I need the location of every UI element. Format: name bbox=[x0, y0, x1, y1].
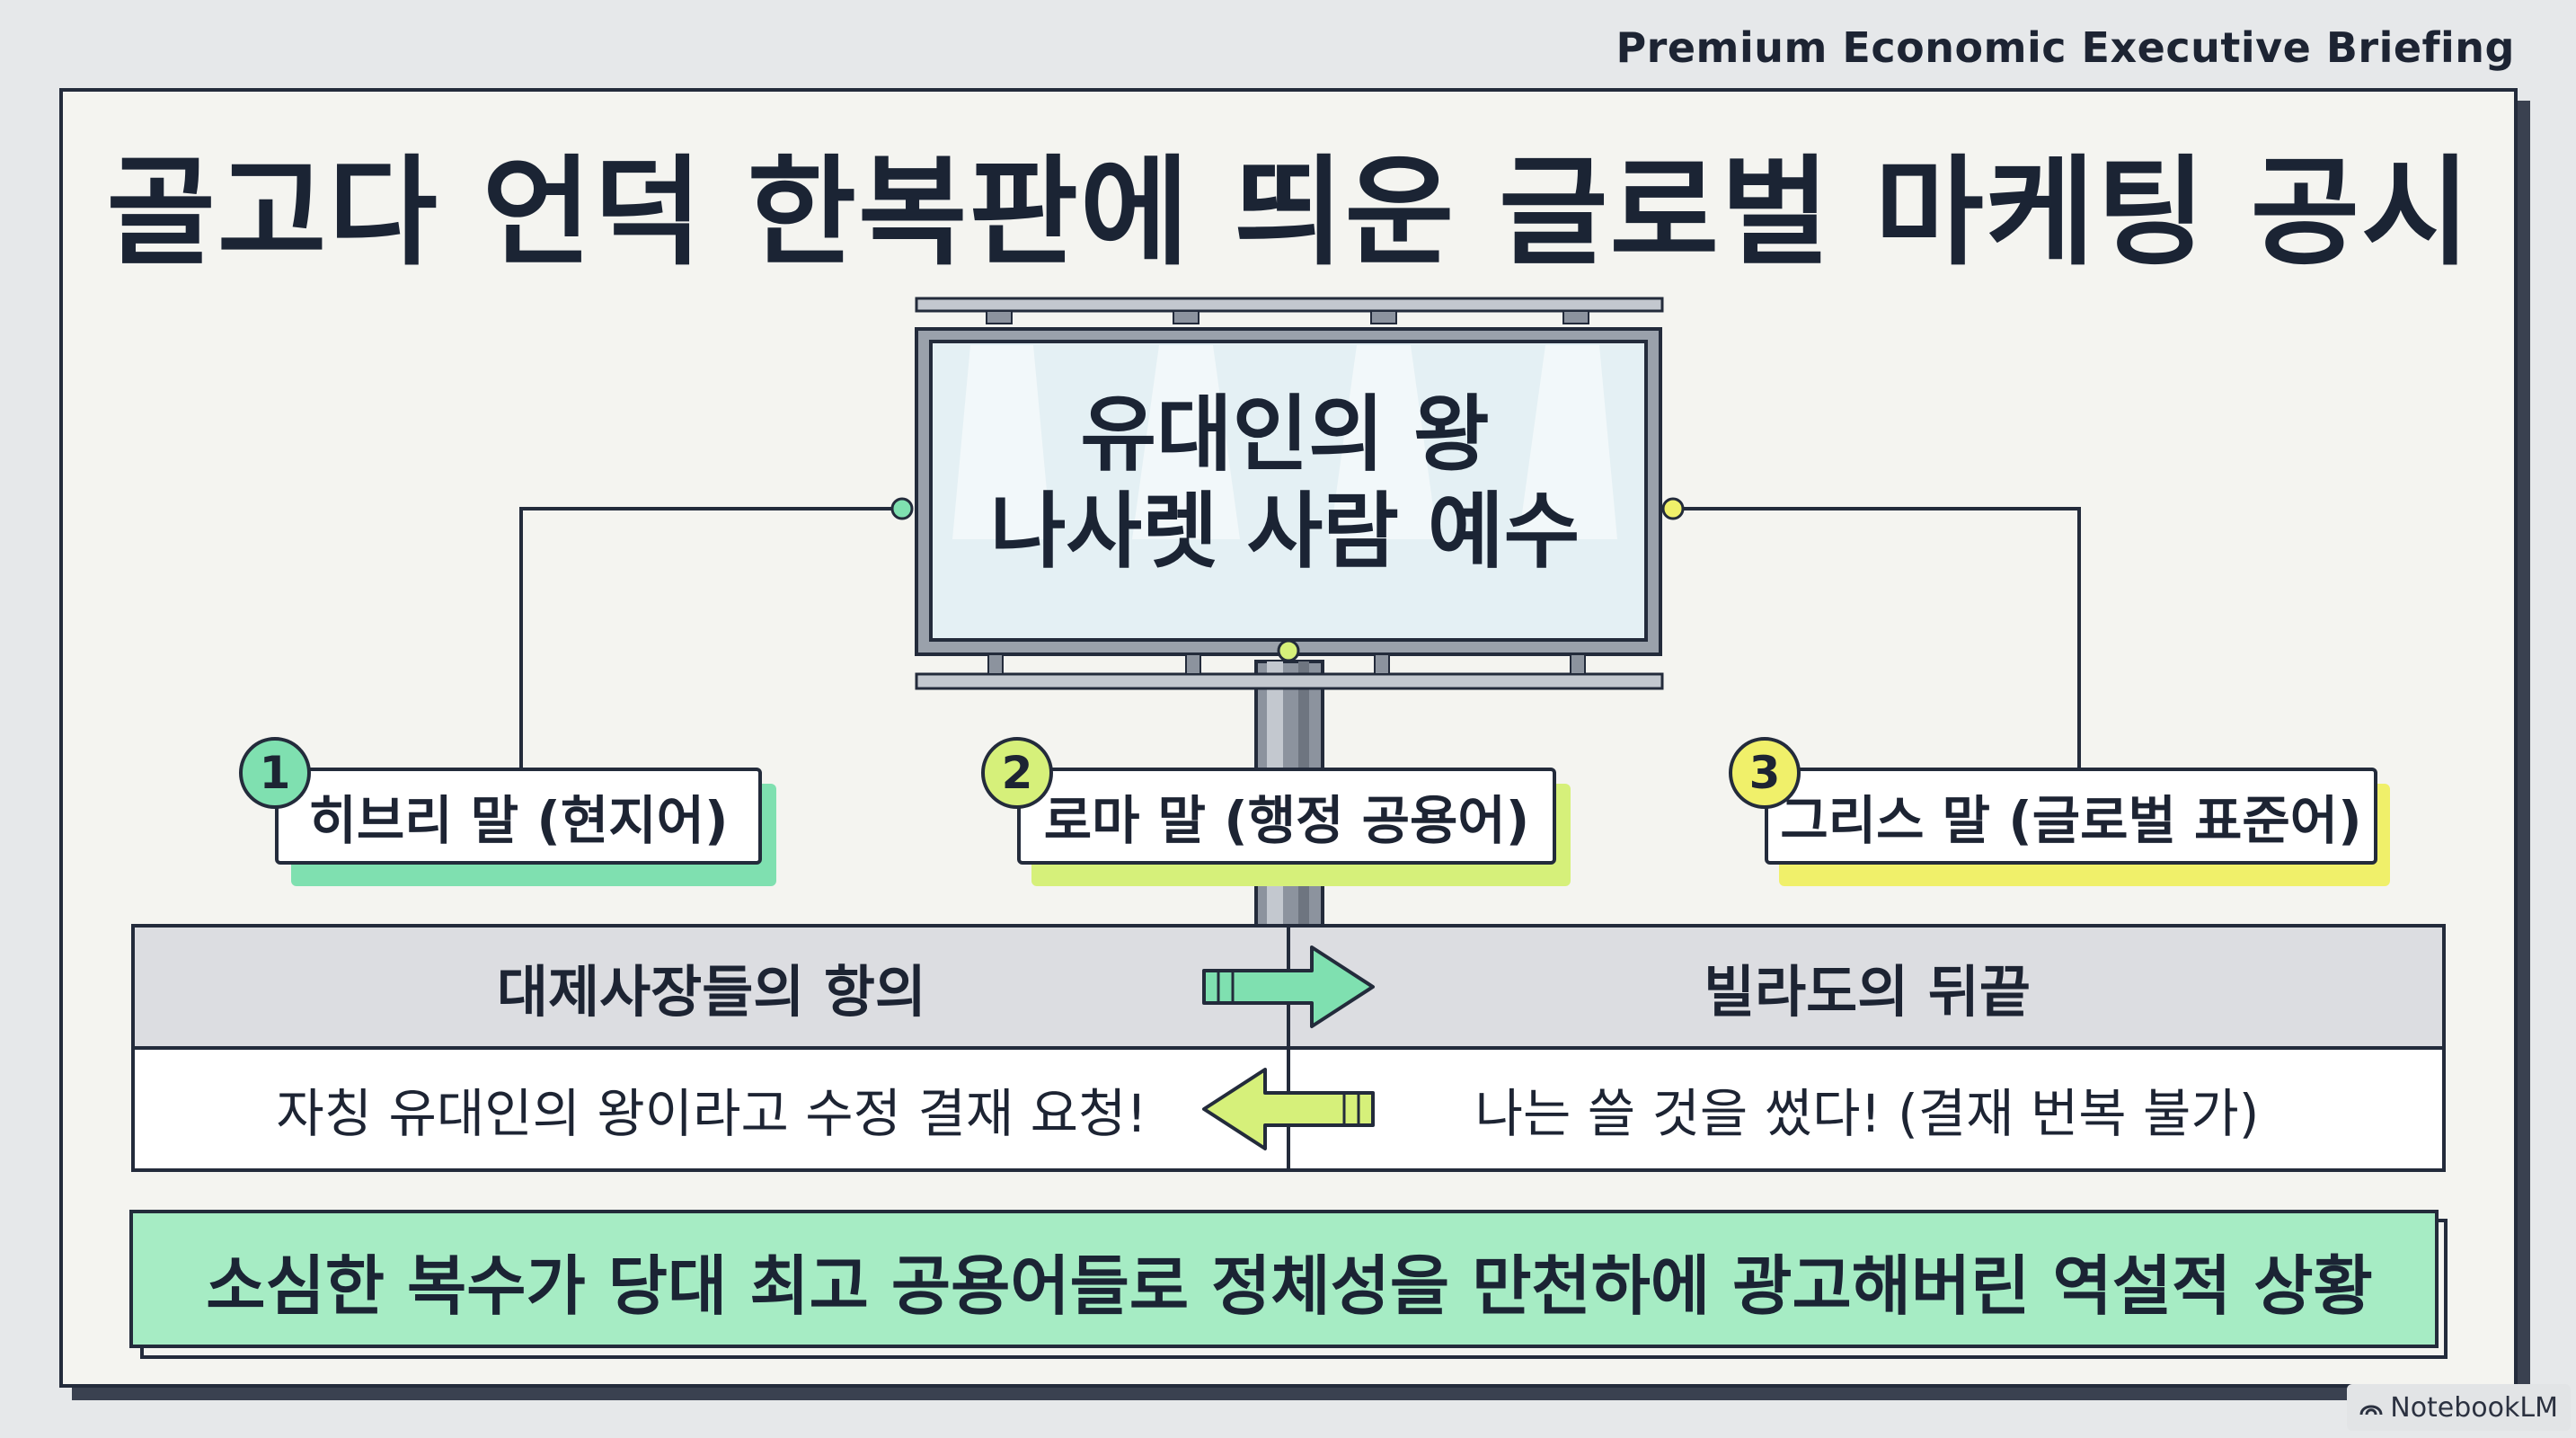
arrow-left-icon bbox=[1202, 1068, 1375, 1150]
language-box-greek: 그리스 말 (글로벌 표준어) bbox=[1765, 768, 2377, 865]
summary-banner-frame bbox=[129, 1210, 2448, 1359]
billboard-lamps bbox=[915, 297, 1664, 324]
dot-right bbox=[1661, 497, 1685, 520]
billboard-frame bbox=[915, 327, 1662, 656]
billboard-line-2: 나사렛 사람 예수 bbox=[989, 484, 1580, 580]
language-box-latin: 로마 말 (행정 공용어) bbox=[1017, 768, 1556, 865]
connector-lines bbox=[519, 507, 2081, 768]
brand-header: Premium Economic Executive Briefing bbox=[1616, 23, 2515, 72]
watermark-label: NotebookLM bbox=[2390, 1391, 2558, 1424]
table-header-left: 대제사장들의 항의 bbox=[497, 959, 926, 1025]
arrow-right-icon bbox=[1202, 945, 1375, 1028]
connector-left bbox=[519, 507, 902, 768]
billboard-text: 유대인의 왕 나사렛 사람 예수 bbox=[925, 386, 1644, 581]
billboard-line-1: 유대인의 왕 bbox=[1080, 386, 1490, 483]
table-cell-left: 자칭 유대인의 왕이라고 수정 결재 요청! bbox=[276, 1083, 1147, 1144]
dot-left bbox=[890, 497, 914, 520]
number-badge-3: 3 bbox=[1729, 737, 1801, 809]
page-title: 골고다 언덕 한복판에 띄운 글로벌 마케팅 공시 bbox=[106, 144, 2473, 282]
connector-right bbox=[1673, 507, 2081, 768]
language-label: 히브리 말 (현지어) bbox=[308, 790, 729, 851]
table-cell-right: 나는 쓸 것을 썼다! (결재 번복 불가) bbox=[1474, 1083, 2260, 1144]
connection-dots bbox=[890, 497, 1685, 662]
table-header-right: 빌라도의 뒤끝 bbox=[1704, 959, 2031, 1025]
billboard-walkway bbox=[915, 653, 1664, 690]
notebooklm-watermark: NotebookLM bbox=[2347, 1384, 2571, 1431]
summary-text: 소심한 복수가 당대 최고 공용어들로 정체성을 만천하에 광고해버린 역설적 … bbox=[206, 1247, 2373, 1324]
dot-bottom bbox=[1277, 639, 1300, 662]
language-label: 로마 말 (행정 공용어) bbox=[1043, 790, 1530, 851]
number-badge-2: 2 bbox=[981, 737, 1053, 809]
language-box-hebrew: 히브리 말 (현지어) bbox=[275, 768, 762, 865]
number-badge-1: 1 bbox=[239, 737, 311, 809]
notebooklm-icon bbox=[2359, 1405, 2383, 1416]
language-label: 그리스 말 (글로벌 표준어) bbox=[1780, 790, 2362, 851]
